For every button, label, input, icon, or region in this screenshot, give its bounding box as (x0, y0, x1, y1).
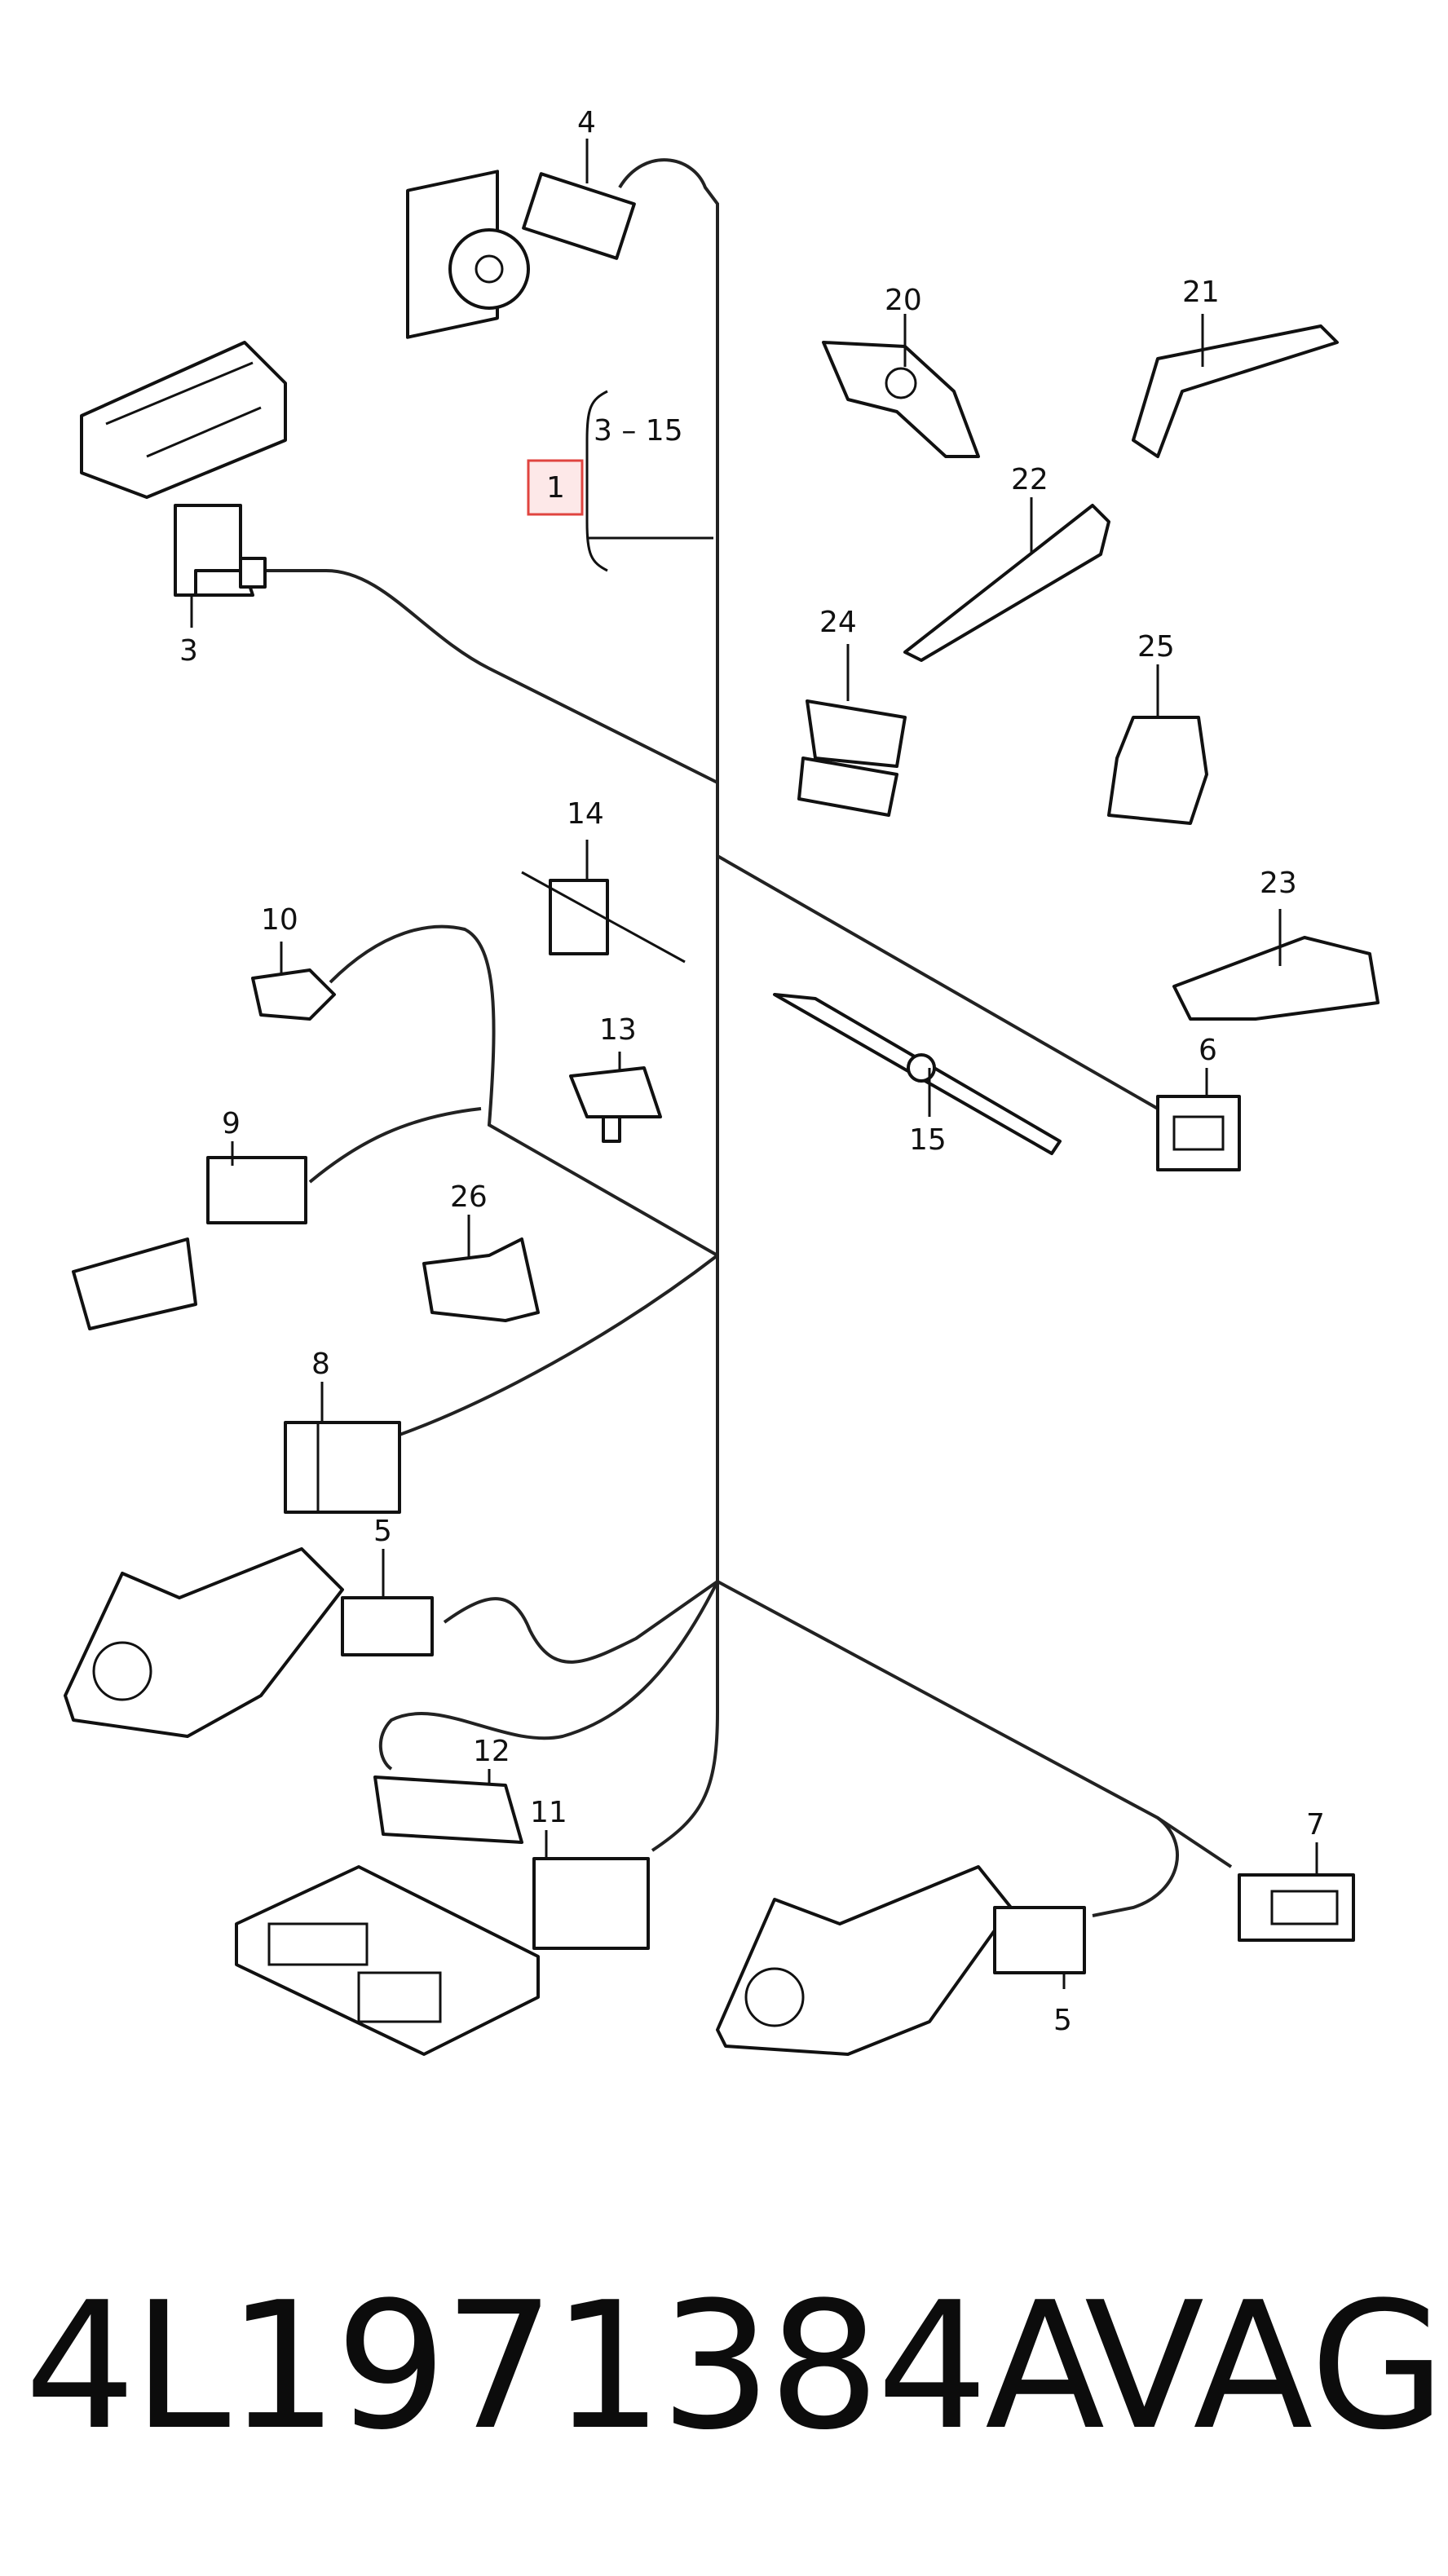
leader-lines (190, 139, 1318, 1989)
callout-9: 9 (222, 1107, 241, 1140)
part-10-connector (251, 968, 336, 1021)
part-22-rail (903, 504, 1110, 662)
callout-15: 15 (909, 1123, 947, 1157)
wire-to-connector-9 (308, 1107, 482, 1184)
part-switch-housing (80, 341, 287, 499)
wire-to-connector-7 (1156, 1816, 1233, 1868)
callout-5-left: 5 (373, 1515, 392, 1548)
callout-12: 12 (473, 1735, 510, 1768)
callout-7: 7 (1306, 1808, 1325, 1842)
part-26-bracket (422, 1237, 540, 1322)
part-12-connector (373, 1775, 523, 1844)
bracket-3-15 (585, 390, 713, 572)
part-13-clip (569, 1066, 662, 1143)
callout-26: 26 (450, 1180, 488, 1214)
callout-22: 22 (1011, 463, 1048, 496)
part-23-bracket (1172, 936, 1380, 1021)
part-3-connector (174, 504, 267, 597)
callout-5-right: 5 (1053, 2004, 1072, 2037)
wire-to-connector-8 (399, 1254, 719, 1436)
part-8-connector (284, 1421, 401, 1514)
callout-25: 25 (1137, 630, 1175, 664)
part-25-clip (1107, 716, 1208, 825)
part-seat-motor-right (716, 1865, 1013, 2056)
part-20-clip (822, 341, 980, 458)
part-7-connector (1238, 1873, 1355, 1942)
part-seat-motor-left (64, 1547, 344, 1738)
callout-6: 6 (1199, 1034, 1217, 1067)
part-5a-connector (341, 1596, 434, 1656)
harness-wires (253, 158, 1233, 1917)
callout-8: 8 (311, 1348, 330, 1381)
part-number-caption: 4L1971384A (24, 2264, 1105, 2468)
part-15-tie (773, 993, 1062, 1155)
callout-14: 14 (567, 797, 604, 831)
callout-20: 20 (885, 284, 922, 317)
wire-to-connector-10 (329, 924, 718, 1257)
callout-3: 3 (179, 634, 198, 668)
callout-21: 21 (1182, 276, 1220, 309)
part-6-connector (1156, 1095, 1241, 1171)
callout-13: 13 (599, 1013, 637, 1047)
callout-24: 24 (819, 606, 857, 639)
wire-to-connector-3 (253, 569, 718, 784)
highlight-box-1 (527, 459, 584, 516)
wire-to-connector-12 (378, 1581, 719, 1771)
part-9-connector (72, 1156, 307, 1330)
callout-4: 4 (577, 106, 596, 139)
part-11-connector (532, 1857, 650, 1950)
callout-1: 1 (546, 471, 565, 505)
wiring-harness-diagram: 4 3 – 15 1 3 20 21 22 24 25 23 6 14 10 1… (64, 106, 1380, 2056)
callout-23: 23 (1260, 867, 1297, 900)
part-4-connector (406, 170, 636, 339)
part-21-bracket (1132, 324, 1339, 458)
part-control-module (235, 1865, 540, 2056)
part-24-clamp (797, 699, 907, 817)
wire-to-connector-5a (443, 1580, 719, 1664)
callout-11: 11 (530, 1796, 567, 1829)
callout-labels: 4 3 – 15 1 3 20 21 22 24 25 23 6 14 10 1… (179, 106, 1325, 2037)
callout-range-3-15: 3 – 15 (594, 414, 683, 448)
wire-to-connector-6 (717, 854, 1159, 1110)
callout-10: 10 (261, 903, 298, 937)
part-14-holder (521, 871, 686, 964)
part-5b-connector (993, 1906, 1086, 1974)
brand-caption: VAG (1084, 2264, 1446, 2468)
wire-to-connector-5b-7 (717, 1580, 1179, 1917)
